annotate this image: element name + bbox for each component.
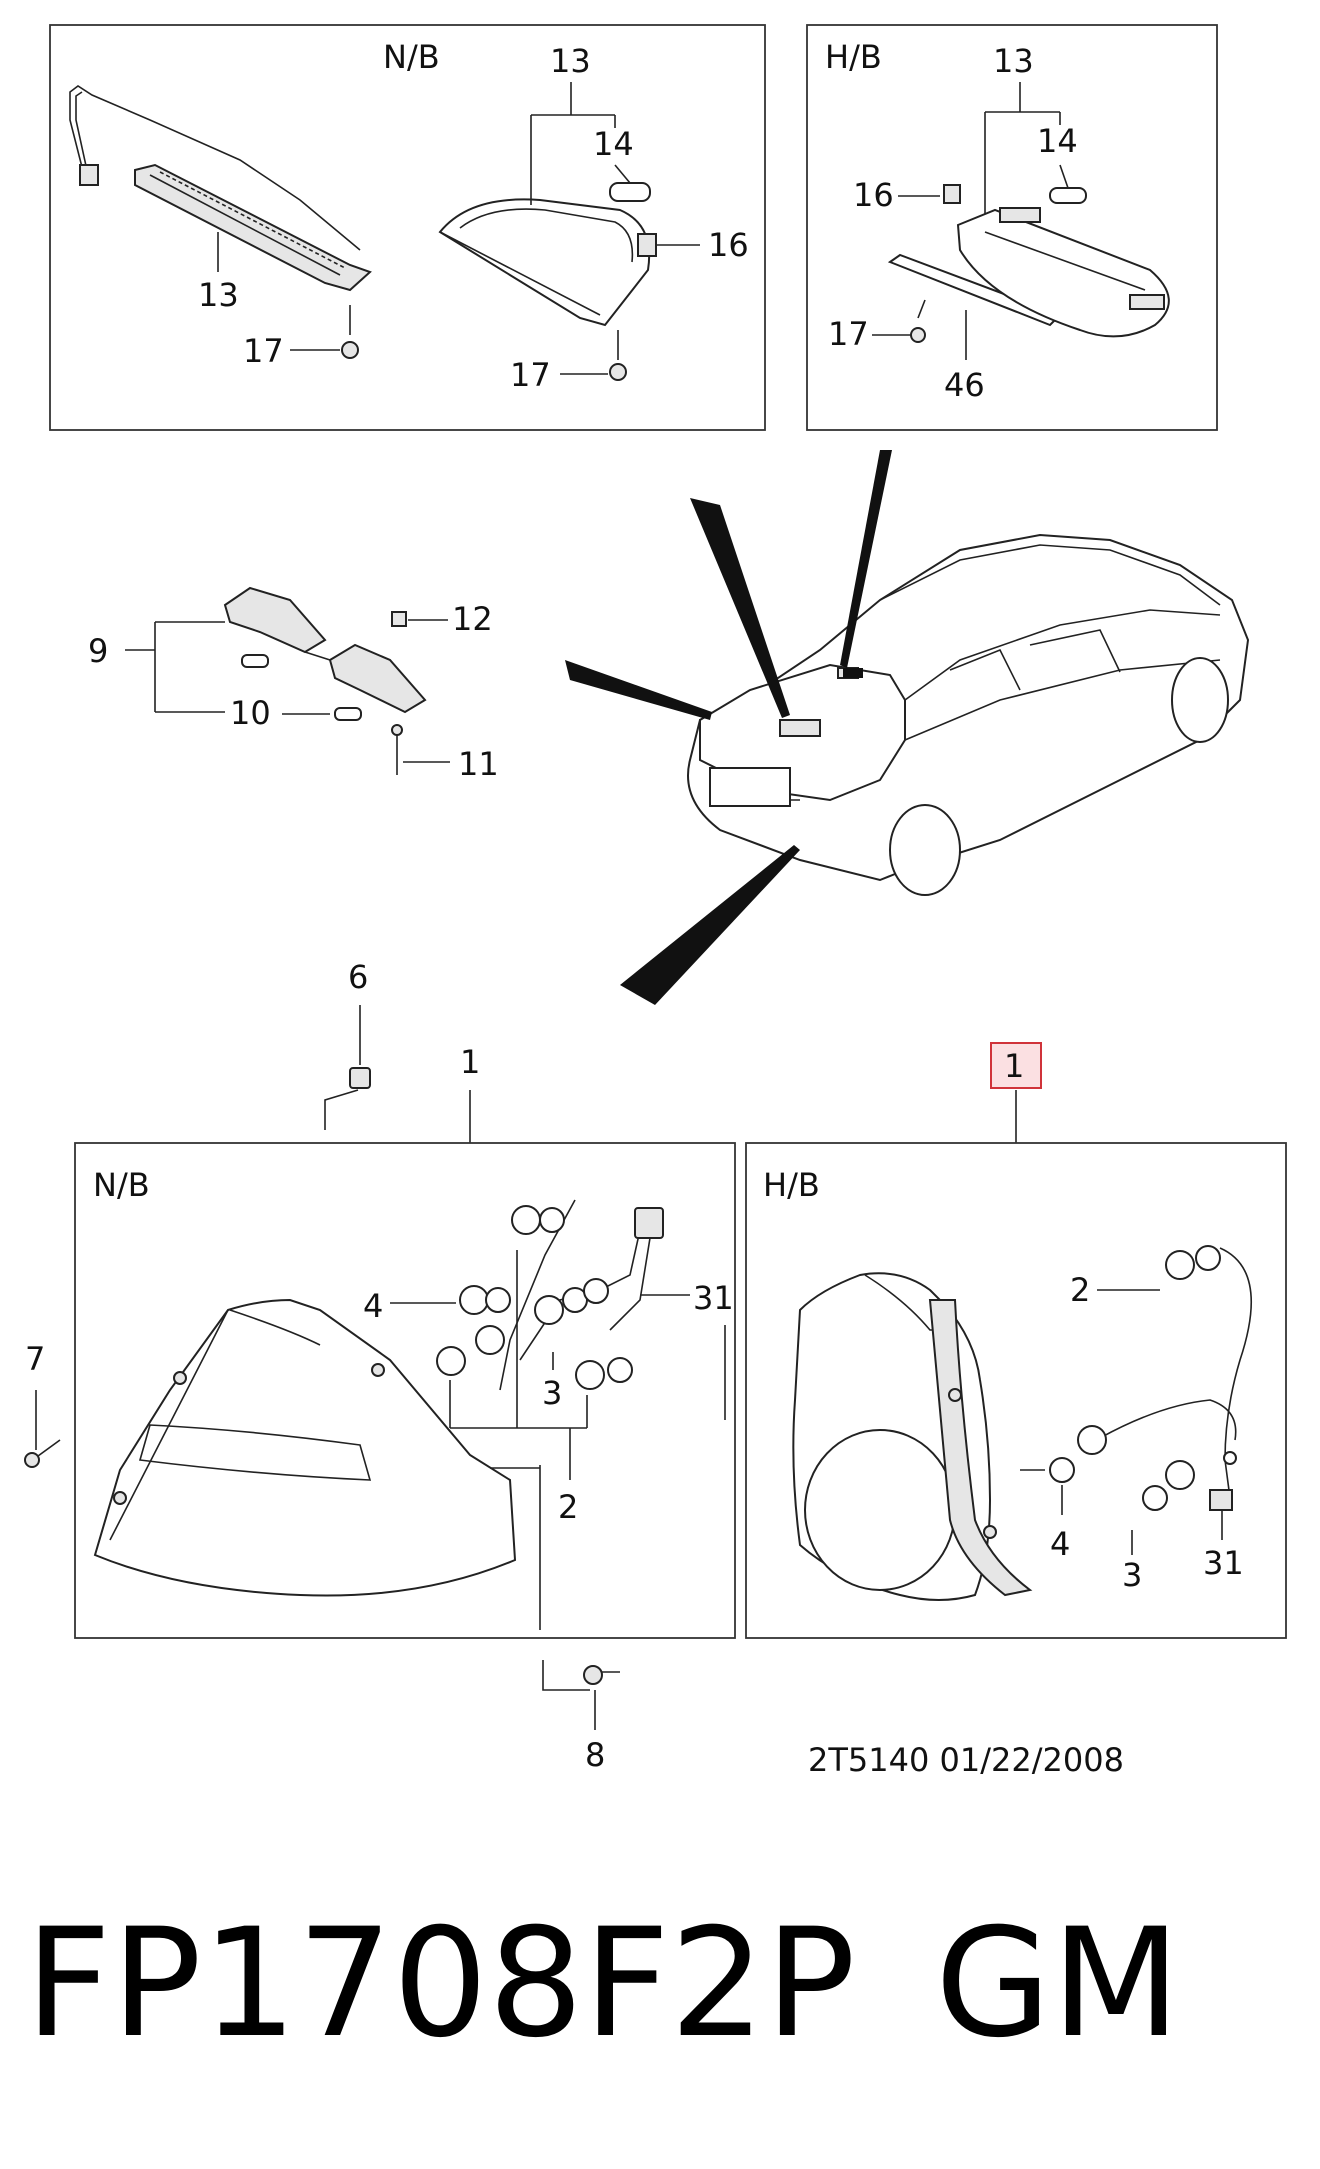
callout-17-b: 17 — [510, 356, 551, 394]
callout-1-nb: 1 — [460, 1043, 480, 1081]
callout-13-strip: 13 — [198, 276, 239, 314]
panel-tag-hb-bottom: H/B — [763, 1166, 820, 1204]
tail-lamp-hb — [792, 1272, 1033, 1601]
bulb-14-hb — [1049, 164, 1087, 204]
grommet-6 — [349, 1067, 371, 1089]
callout-8: 8 — [585, 1736, 605, 1774]
callout-2-nb: 2 — [558, 1488, 578, 1526]
callout-13-housing: 13 — [550, 42, 591, 80]
callout-1-hb: 1 — [1004, 1047, 1024, 1085]
bulb-harness-hb — [1049, 1245, 1252, 1511]
clip-16-hb — [943, 184, 961, 204]
screw-17-hb — [910, 327, 926, 343]
callout-12: 12 — [452, 600, 493, 638]
callout-9: 9 — [88, 632, 108, 670]
callout-46-hb: 46 — [944, 366, 985, 404]
callout-31-nb: 31 — [693, 1279, 734, 1317]
callout-10: 10 — [230, 694, 271, 732]
drawing-code: 2T5140 01/22/2008 — [808, 1741, 1124, 1779]
clip-12 — [391, 611, 407, 627]
screw-17-a — [341, 305, 359, 359]
license-plate-lamps — [223, 586, 427, 721]
panel-nb-stop-lamp — [49, 24, 766, 431]
callout-14-a: 14 — [593, 125, 634, 163]
callout-4-nb: 4 — [363, 1287, 383, 1325]
callout-6: 6 — [348, 958, 368, 996]
panel-tag-hb-top: H/B — [825, 38, 882, 76]
callout-1-hb-highlight — [990, 1042, 1042, 1089]
panel-nb-tail-lamp — [74, 1142, 736, 1639]
stop-lamp-hb-bracket — [887, 207, 1170, 338]
callout-31-hb: 31 — [1203, 1544, 1244, 1582]
panel-hb-tail-lamp — [745, 1142, 1287, 1639]
callout-17-hb: 17 — [828, 315, 869, 353]
screw-8 — [583, 1665, 620, 1685]
vehicle-illustration — [687, 533, 1250, 896]
screw-17-b — [609, 330, 627, 381]
bulb-socket-cluster-nb — [436, 1199, 664, 1391]
callout-3-nb: 3 — [542, 1374, 562, 1412]
callout-4-hb: 4 — [1050, 1525, 1070, 1563]
callout-7: 7 — [25, 1340, 45, 1378]
callout-17-a: 17 — [243, 332, 284, 370]
tail-lamp-nb — [93, 1298, 517, 1597]
part-number: FP1708F2P — [25, 1897, 856, 2071]
brand: GM — [935, 1897, 1181, 2071]
leader-wedge-taillamp — [620, 845, 800, 1005]
callout-16-hb: 16 — [853, 176, 894, 214]
callout-14-hb: 14 — [1037, 122, 1078, 160]
callout-13-hb: 13 — [993, 42, 1034, 80]
screw-7 — [24, 1439, 61, 1468]
led-stop-lamp-strip — [69, 85, 372, 292]
panel-hb-stop-lamp — [806, 24, 1218, 431]
callout-11: 11 — [458, 745, 499, 783]
leader-wedge-left — [690, 498, 790, 718]
callout-2-hb: 2 — [1070, 1271, 1090, 1309]
leader-wedge-plate — [565, 660, 712, 720]
screw-11 — [391, 724, 403, 775]
panel-tag-nb-bottom: N/B — [93, 1166, 150, 1204]
callout-3-hb: 3 — [1122, 1556, 1142, 1594]
callout-16-a: 16 — [708, 226, 749, 264]
clip-16-a — [637, 233, 657, 257]
leader-wedge-top — [840, 450, 892, 668]
bulb-14-a — [609, 164, 651, 202]
panel-tag-nb-top: N/B — [383, 38, 440, 76]
stop-lamp-housing — [438, 198, 651, 327]
